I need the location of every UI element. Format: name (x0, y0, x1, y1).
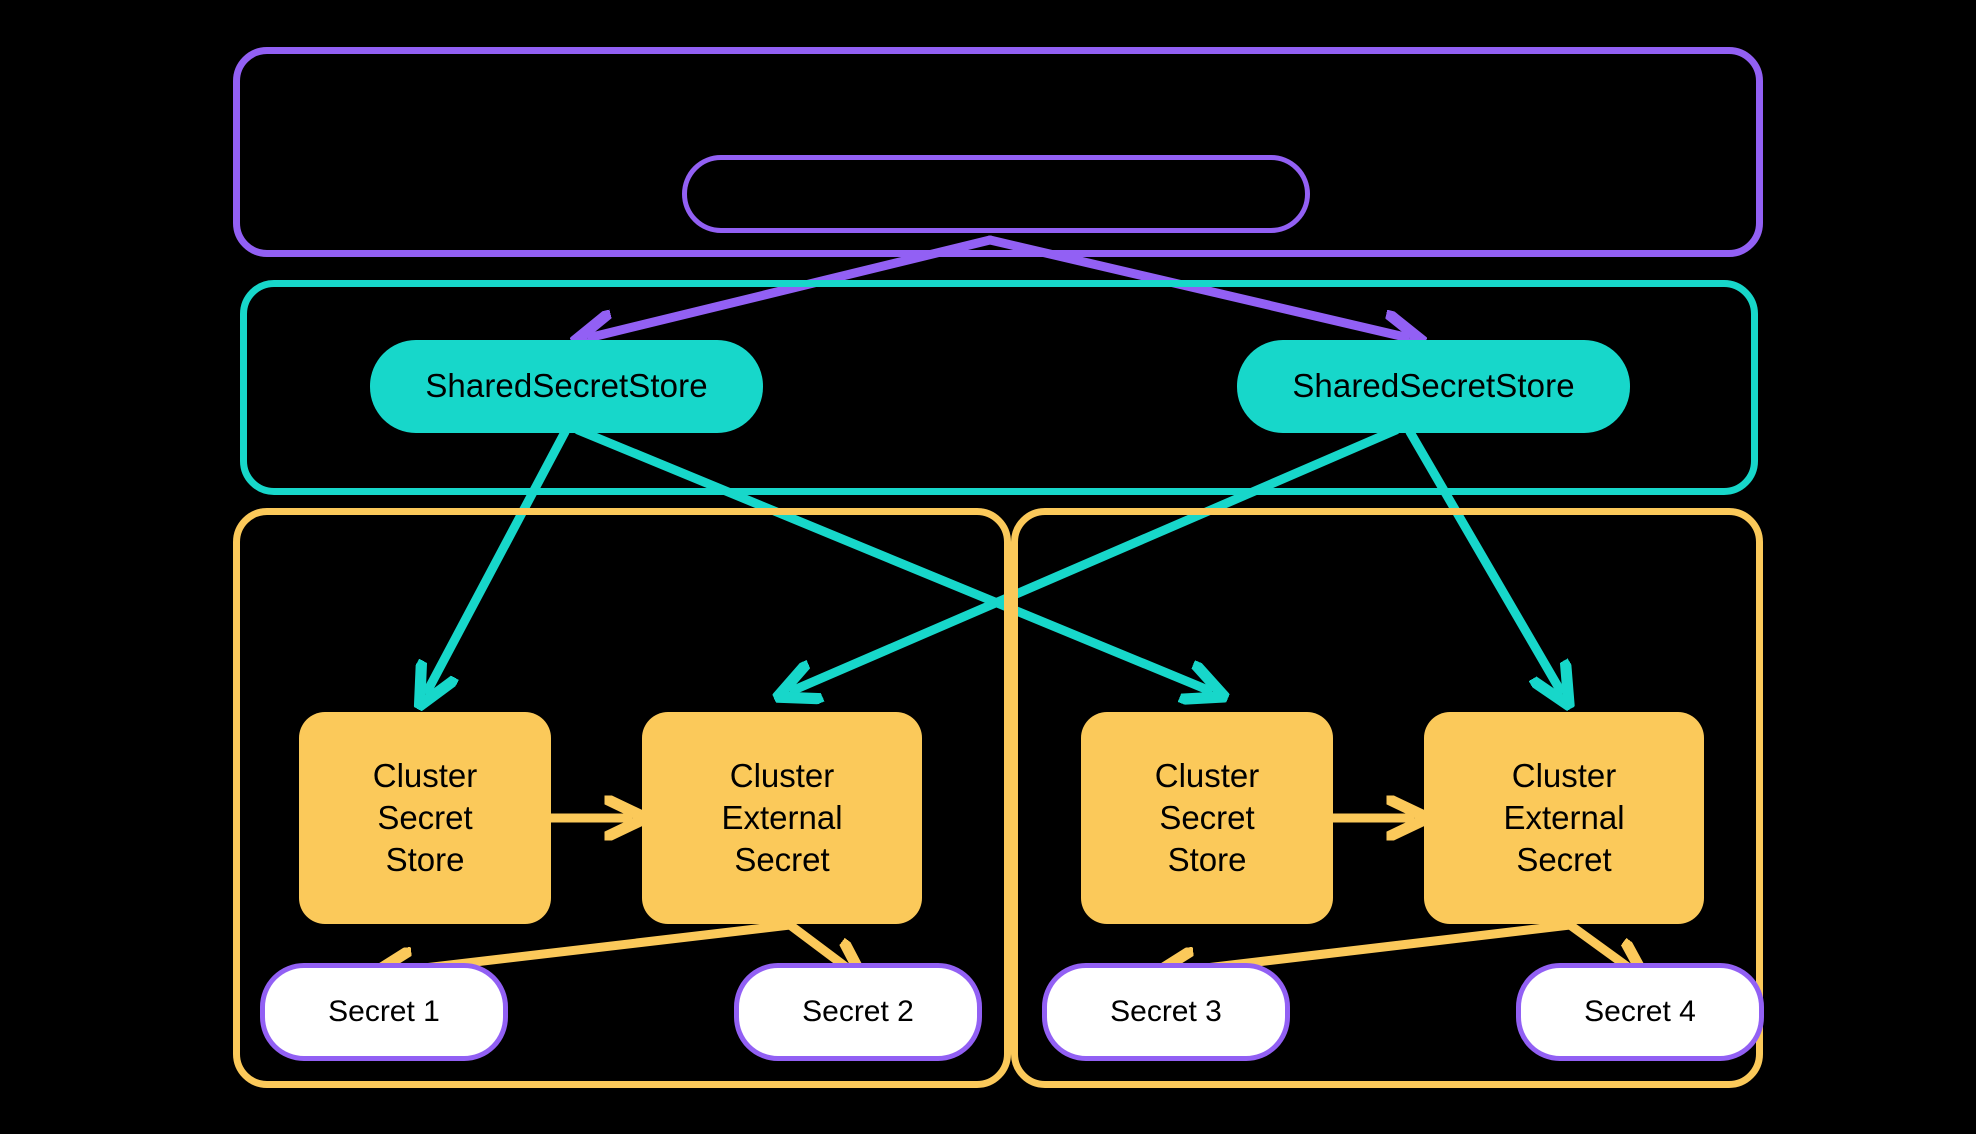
cluster-secret-store-left[interactable]: Cluster Secret Store (299, 712, 551, 924)
secret-3-node[interactable]: Secret 3 (1042, 963, 1290, 1061)
secret-3-label: Secret 3 (1110, 994, 1222, 1028)
outer-purple-container (233, 47, 1763, 257)
orange-container-left (233, 508, 1011, 1088)
cluster-external-secret-right[interactable]: Cluster External Secret (1424, 712, 1704, 924)
cluster-secret-store-left-label: Cluster Secret Store (372, 756, 478, 879)
root-pill-node[interactable] (682, 155, 1310, 233)
shared-secret-store-right[interactable]: SharedSecretStore (1237, 340, 1630, 433)
secret-4-label: Secret 4 (1584, 994, 1696, 1028)
secret-1-node[interactable]: Secret 1 (260, 963, 508, 1061)
secret-1-label: Secret 1 (328, 994, 440, 1028)
cluster-external-secret-left[interactable]: Cluster External Secret (642, 712, 922, 924)
secret-2-label: Secret 2 (802, 994, 914, 1028)
cluster-secret-store-right[interactable]: Cluster Secret Store (1081, 712, 1333, 924)
shared-secret-store-left[interactable]: SharedSecretStore (370, 340, 763, 433)
cluster-external-secret-right-label: Cluster External Secret (1503, 756, 1625, 879)
secret-2-node[interactable]: Secret 2 (734, 963, 982, 1061)
teal-container (240, 280, 1758, 495)
shared-secret-store-right-label: SharedSecretStore (1292, 367, 1575, 405)
cluster-external-secret-left-label: Cluster External Secret (721, 756, 843, 879)
cluster-secret-store-right-label: Cluster Secret Store (1154, 756, 1260, 879)
shared-secret-store-left-label: SharedSecretStore (425, 367, 708, 405)
secret-4-node[interactable]: Secret 4 (1516, 963, 1764, 1061)
orange-container-right (1011, 508, 1763, 1088)
